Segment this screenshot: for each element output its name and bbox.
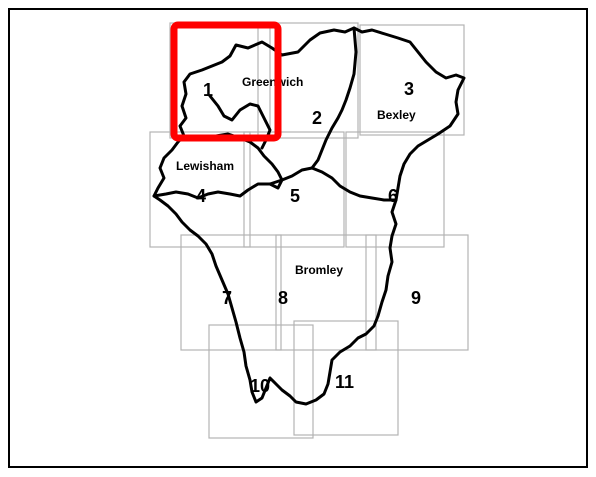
tile-number-10: 10	[250, 376, 270, 396]
tile-2[interactable]	[257, 22, 359, 139]
borough-label-greenwich: Greenwich	[242, 75, 303, 89]
thames-inner-boundary	[208, 94, 272, 150]
borough-label-lewisham: Lewisham	[176, 159, 234, 173]
map-frame	[8, 8, 588, 468]
tile-8[interactable]	[275, 234, 377, 351]
tile-number-3: 3	[404, 79, 414, 99]
tile-7[interactable]	[180, 234, 282, 351]
tile-11[interactable]	[293, 320, 399, 436]
tile-9[interactable]	[365, 234, 469, 351]
tile-number-8: 8	[278, 288, 288, 308]
borough-boundaries	[152, 26, 466, 406]
selected-tile-highlight[interactable]	[170, 21, 282, 142]
tile-number-7: 7	[222, 288, 232, 308]
borough-name-labels: Greenwich Bexley Lewisham Bromley	[176, 75, 416, 277]
borough-label-bexley: Bexley	[377, 108, 416, 122]
borough-label-bromley: Bromley	[295, 263, 343, 277]
southern-boroughs-boundary	[152, 166, 398, 202]
outer-boundary	[152, 26, 466, 406]
tile-number-6: 6	[388, 186, 398, 206]
tile-number-9: 9	[411, 288, 421, 308]
tile-number-4: 4	[196, 186, 206, 206]
tile-10[interactable]	[208, 324, 314, 439]
tile-number-labels: 1 2 3 4 5 6 7 8 9 10 11	[196, 79, 421, 396]
tile-number-5: 5	[290, 186, 300, 206]
greenwich-bexley-boundary	[310, 26, 358, 170]
tile-number-2: 2	[312, 108, 322, 128]
tile-number-11: 11	[335, 372, 354, 392]
tile-grid	[149, 22, 469, 439]
tile-number-1: 1	[203, 80, 213, 100]
